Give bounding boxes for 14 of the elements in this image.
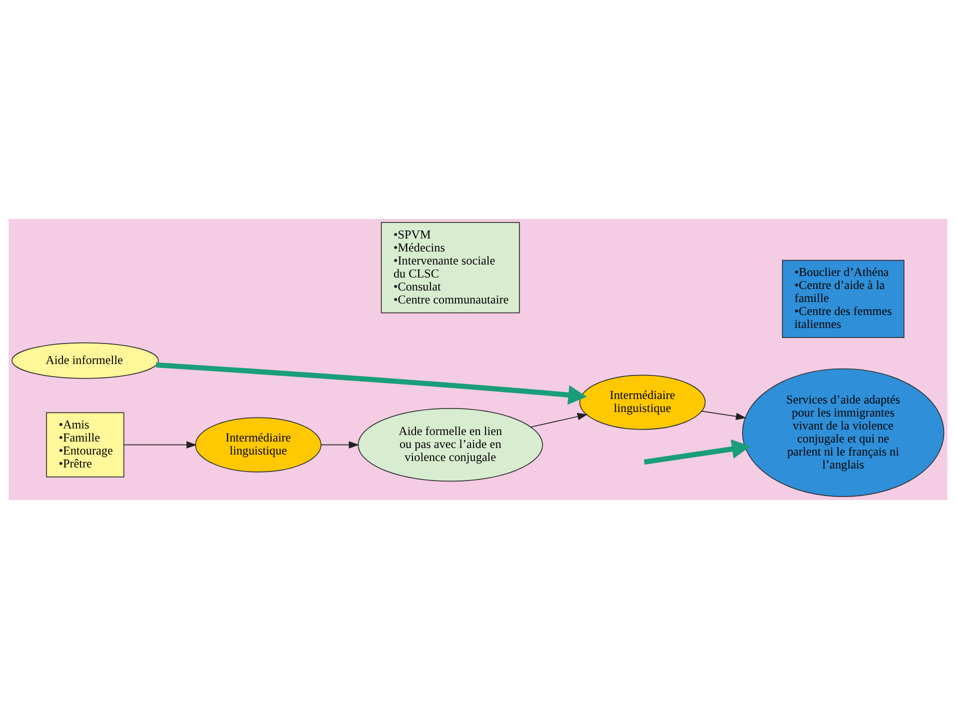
arrow xyxy=(644,438,751,464)
arrow xyxy=(156,362,587,404)
node-ellipse: Intermédiaire linguistique xyxy=(195,416,322,472)
node-box: •Bouclier d’Athéna •Centre d’aide à la famille •Centre des femmes italiennes xyxy=(782,259,904,338)
node-ellipse: Aide informelle xyxy=(12,342,159,378)
node-ellipse: Aide formelle en lien ou pas avec l’aide en violence conjugale xyxy=(358,407,543,482)
arrow xyxy=(320,440,360,448)
arrow xyxy=(701,410,746,420)
node-ellipse: Intermédiaire linguistique xyxy=(579,374,706,430)
node-box: •Amis •Famille •Entourage •Prêtre xyxy=(46,412,124,477)
arrow xyxy=(530,412,588,427)
arrow xyxy=(124,440,197,448)
node-ellipse: Services d’aide adaptés pour les immigrantes vivant de la violence conjugale et qui ne parlent ni le français ni l’anglais xyxy=(742,368,944,496)
node-box: •SPVM •Médecins •Intervenante sociale du CLSC •Consulat •Centre communautaire xyxy=(380,222,520,313)
